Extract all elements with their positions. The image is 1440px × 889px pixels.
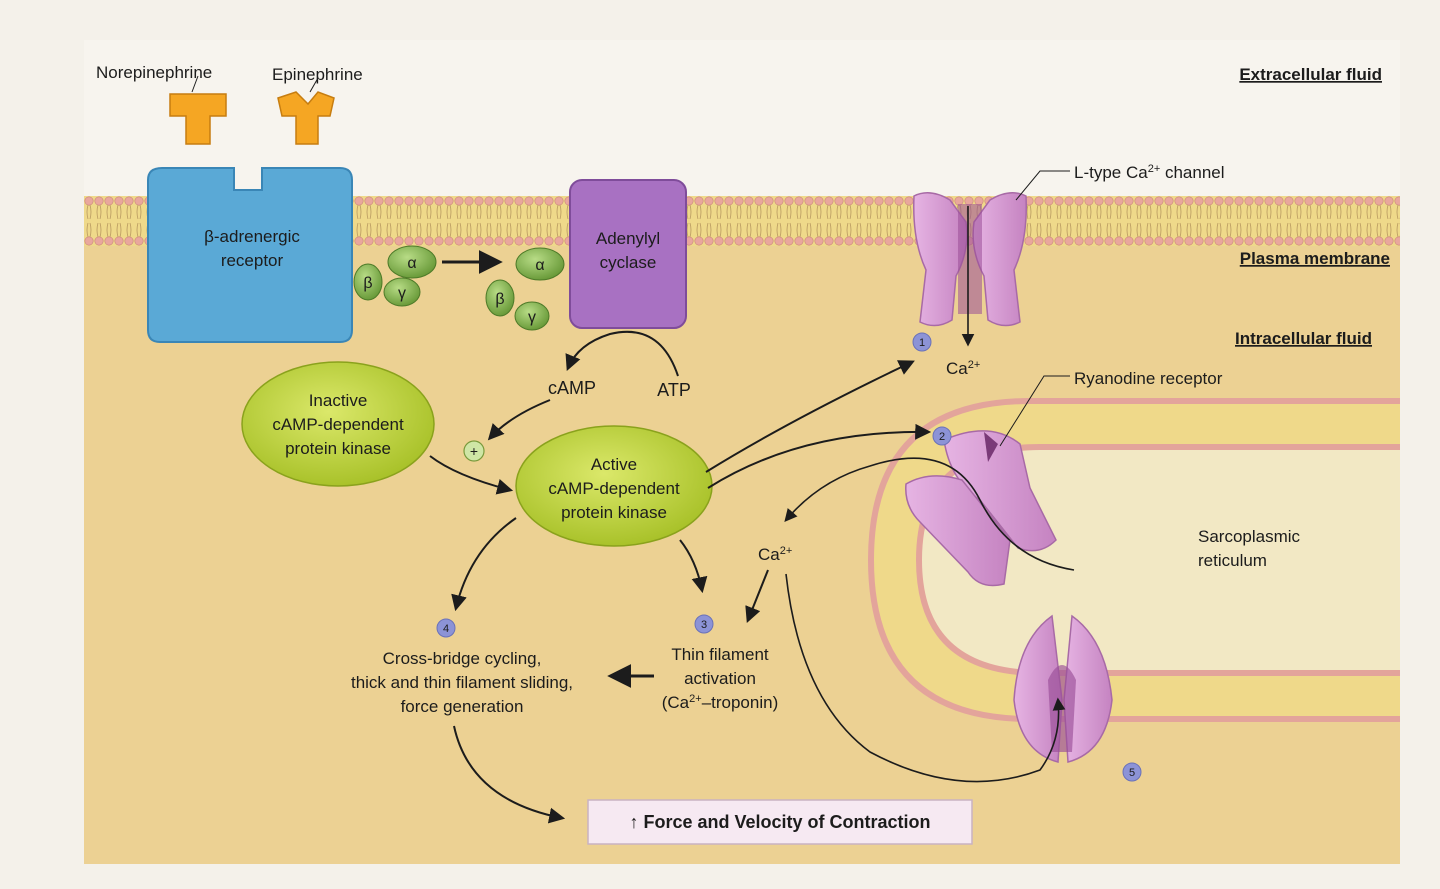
sr-label-1: Sarcoplasmic [1198, 527, 1301, 546]
result-label: ↑ Force and Velocity of Contraction [629, 812, 930, 832]
step-3-label: 3 [701, 619, 707, 631]
plus-label: + [470, 443, 478, 459]
beta-adrenergic-receptor [147, 167, 353, 343]
epinephrine-label: Epinephrine [272, 65, 363, 84]
receptor-label-2: receptor [221, 251, 284, 270]
g-beta-free-label: β [495, 291, 504, 308]
active-kinase-label-3: protein kinase [561, 503, 667, 522]
crossbridge-label-1: Cross-bridge cycling, [383, 649, 542, 668]
step-badges [436, 332, 1142, 782]
norepinephrine-ligand [169, 93, 227, 145]
sr-calcium-pump [1013, 614, 1113, 763]
step-1-label: 1 [919, 337, 925, 349]
g-alpha-free-label: α [535, 257, 544, 274]
norepinephrine-label: Norepinephrine [96, 63, 212, 82]
thin-filament-label-3: (Ca2+–troponin) [662, 693, 779, 712]
calcium-influx-label: Ca2+ [946, 359, 980, 378]
adenylyl-label-2: cyclase [600, 253, 657, 272]
camp-label: cAMP [548, 378, 596, 398]
l-type-channel-label: L-type Ca2+ channel [1074, 163, 1225, 182]
thin-filament-label-2: activation [684, 669, 756, 688]
calcium-release-label: Ca2+ [758, 545, 792, 564]
active-kinase-label-2: cAMP-dependent [548, 479, 680, 498]
atp-label: ATP [657, 380, 691, 400]
ryanodine-label: Ryanodine receptor [1074, 369, 1223, 388]
g-beta-label: β [363, 275, 372, 292]
thin-filament-label-1: Thin filament [671, 645, 769, 664]
intracellular-fluid-label: Intracellular fluid [1235, 329, 1372, 348]
pathway-arrows [429, 206, 1075, 824]
crossbridge-label-3: force generation [401, 697, 524, 716]
inactive-kinase [241, 361, 435, 487]
step-5-label: 5 [1129, 767, 1135, 779]
adenylyl-cyclase [569, 179, 687, 329]
g-gamma-label: γ [398, 285, 406, 302]
g-protein-trimer [353, 245, 437, 307]
inactive-kinase-label-1: Inactive [309, 391, 368, 410]
adenylyl-label-1: Adenylyl [596, 229, 660, 248]
ryanodine-receptor [905, 430, 1057, 587]
step-4-label: 4 [443, 623, 449, 635]
active-kinase-label-1: Active [591, 455, 637, 474]
crossbridge-label-2: thick and thin filament sliding, [351, 673, 573, 692]
g-alpha-label: α [407, 255, 416, 272]
inactive-kinase-label-2: cAMP-dependent [272, 415, 404, 434]
extracellular-fluid-label: Extracellular fluid [1239, 65, 1382, 84]
l-type-calcium-channel [913, 192, 1027, 327]
activation-plus-badge [463, 440, 485, 462]
g-gamma-free-label: γ [528, 309, 536, 326]
step-2-label: 2 [939, 431, 945, 443]
inactive-kinase-label-3: protein kinase [285, 439, 391, 458]
epinephrine-ligand [277, 91, 335, 145]
g-protein-split [485, 247, 565, 331]
receptor-label-1: β-adrenergic [204, 227, 300, 246]
sr-label-2: reticulum [1198, 551, 1267, 570]
leader-lines [999, 170, 1070, 447]
plasma-membrane-label: Plasma membrane [1240, 249, 1390, 268]
result-box [587, 799, 973, 845]
